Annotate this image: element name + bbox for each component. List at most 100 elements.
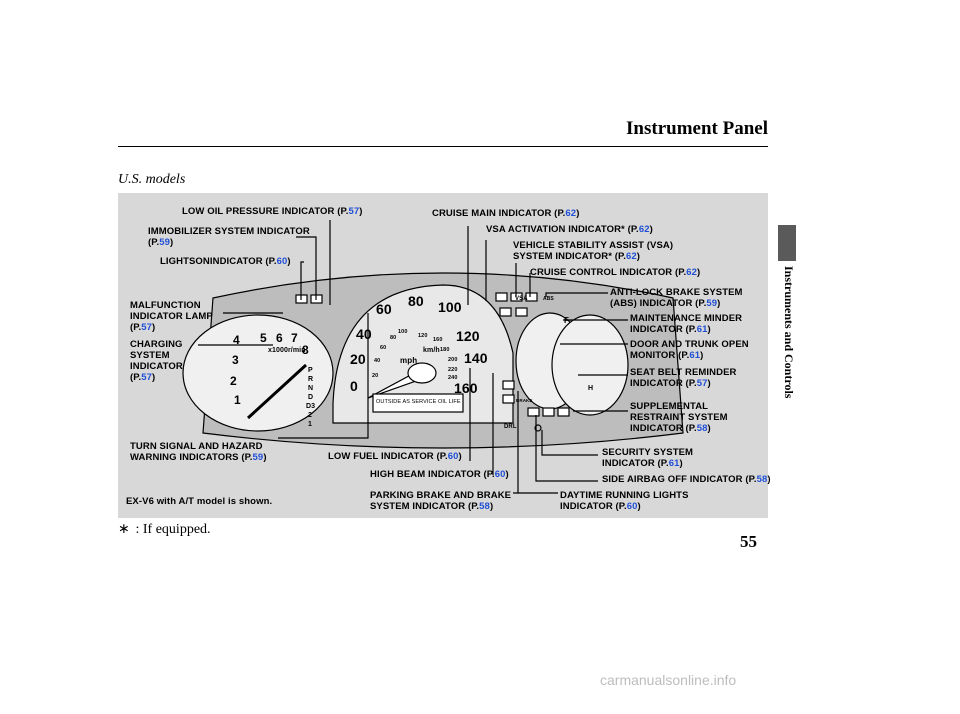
label-close-paren: ) <box>359 206 363 217</box>
label-text: WARNING INDICATORS (P. <box>130 452 253 463</box>
page-reference[interactable]: 60 <box>447 451 459 462</box>
page-reference[interactable]: 57 <box>141 322 152 333</box>
tach-num-4: 5 <box>260 331 267 345</box>
page-reference[interactable]: 61 <box>689 350 701 361</box>
label-text: INDICATOR (P. <box>630 324 697 335</box>
label-text: (ABS) INDICATOR (P. <box>610 298 707 309</box>
label-text: SYSTEM INDICATOR (P. <box>370 501 480 512</box>
label-text: LOW OIL PRESSURE INDICATOR (P. <box>182 206 349 217</box>
page-reference[interactable]: 60 <box>494 469 506 480</box>
info-display-frame <box>372 393 464 413</box>
temp-gauge-face <box>551 314 629 416</box>
speedo-unit-kmh: km/h <box>423 347 440 354</box>
label-close-paren: ) <box>707 423 711 434</box>
label-close-paren: ) <box>287 256 291 267</box>
page-reference[interactable]: 60 <box>276 256 288 267</box>
label-close-paren: ) <box>458 451 462 462</box>
label-low-oil-pressure: LOW OIL PRESSURE INDICATOR (P.57) <box>182 206 363 217</box>
tach-num-2: 3 <box>232 353 239 367</box>
label-text: INDICATOR (P. <box>560 501 627 512</box>
speedo-mph-0: 0 <box>350 378 358 394</box>
footnote-text: : If equipped. <box>135 522 211 537</box>
label-vsa-activation: VSA ACTIVATION INDICATOR* (P.62) <box>486 224 653 235</box>
page-reference[interactable]: 62 <box>638 224 650 235</box>
page-reference[interactable]: 57 <box>141 372 152 383</box>
page-reference[interactable]: 62 <box>565 208 577 219</box>
page-reference[interactable]: 62 <box>686 267 698 278</box>
gear-1: R <box>308 376 314 383</box>
label-close-paren: ) <box>637 501 641 512</box>
label-text: INDICATOR LAMP <box>130 311 213 322</box>
label-low-fuel: LOW FUEL INDICATOR (P.60) <box>328 451 462 462</box>
label-close-paren: ) <box>679 458 683 469</box>
label-text: SEAT BELT REMINDER <box>630 367 737 378</box>
brake-icon: BRAKE <box>516 398 533 403</box>
label-text: ANTI-LOCK BRAKE SYSTEM <box>610 287 743 298</box>
page-reference[interactable]: 58 <box>756 474 768 485</box>
speedo-kmh-10: 240 <box>448 375 458 381</box>
page-reference[interactable]: 61 <box>668 458 680 469</box>
gear-0: P <box>308 367 313 374</box>
label-text: INDICATOR <box>130 361 183 372</box>
label-text: VEHICLE STABILITY ASSIST (VSA) <box>513 240 674 251</box>
label-cruise-main: CRUISE MAIN INDICATOR (P.62) <box>432 208 579 219</box>
fuel-full-mark: F <box>564 316 569 325</box>
label-text: VSA ACTIVATION INDICATOR* (P. <box>486 224 639 235</box>
label-text: INDICATOR (P. <box>630 423 697 434</box>
label-text: RESTRAINT SYSTEM <box>630 412 728 423</box>
label-close-paren: ) <box>170 237 174 248</box>
page-reference[interactable]: 57 <box>348 206 360 217</box>
label-text: SUPPLEMENTAL <box>630 401 709 412</box>
label-cruise-control: CRUISE CONTROL INDICATOR (P.62) <box>530 267 700 278</box>
label-text: MALFUNCTION <box>130 300 201 311</box>
page-reference[interactable]: 59 <box>159 237 170 248</box>
label-text: CRUISE MAIN INDICATOR (P. <box>432 208 566 219</box>
label-text: HIGH BEAM INDICATOR (P. <box>370 469 495 480</box>
page-reference[interactable]: 62 <box>625 251 637 262</box>
page-reference[interactable]: 60 <box>626 501 638 512</box>
label-vsa-system: VEHICLE STABILITY ASSIST (VSA)SYSTEM IND… <box>513 240 673 262</box>
label-text: INDICATOR (P. <box>602 458 669 469</box>
page-reference[interactable]: 61 <box>696 324 708 335</box>
leader-abs <box>545 292 608 297</box>
label-text: TURN SIGNAL AND HAZARD <box>130 441 263 452</box>
page-reference[interactable]: 57 <box>696 378 708 389</box>
label-immobilizer: IMMOBILIZER SYSTEM INDICATOR(P.59) <box>148 226 310 248</box>
label-text: (P. <box>130 372 142 383</box>
title-rule <box>118 146 768 147</box>
label-high-beam: HIGH BEAM INDICATOR (P.60) <box>370 469 509 480</box>
label-text: MAINTENANCE MINDER <box>630 313 743 324</box>
page-reference[interactable]: 59 <box>252 452 264 463</box>
speedometer-face <box>332 284 514 424</box>
speedo-mph-1: 20 <box>350 351 366 367</box>
page-reference[interactable]: 58 <box>696 423 708 434</box>
page-number: 55 <box>740 532 757 551</box>
model-note: EX-V6 with A/T model is shown. <box>126 496 273 507</box>
label-close-paren: ) <box>767 474 771 485</box>
tach-num-0: 1 <box>234 393 241 407</box>
speedo-mph-5: 100 <box>438 299 462 315</box>
label-close-paren: ) <box>152 372 156 383</box>
tach-num-6: 7 <box>291 331 298 345</box>
tach-num-1: 2 <box>230 374 237 388</box>
leader-security <box>541 430 598 456</box>
drl-icon: DRL <box>504 424 517 430</box>
label-text: MONITOR (P. <box>630 350 690 361</box>
label-close-paren: ) <box>649 224 653 235</box>
gear-2: N <box>308 385 314 392</box>
label-close-paren: ) <box>489 501 494 512</box>
label-lights-on: LIGHTSONINDICATOR (P.60) <box>160 256 291 267</box>
label-text: (P. <box>130 322 142 333</box>
speedo-unit-mph: mph <box>400 356 418 365</box>
page-reference[interactable]: 58 <box>479 501 490 512</box>
leader-turn-signal <box>278 313 369 439</box>
speedo-kmh-1: 40 <box>374 358 381 364</box>
page-reference[interactable]: 59 <box>706 298 718 309</box>
